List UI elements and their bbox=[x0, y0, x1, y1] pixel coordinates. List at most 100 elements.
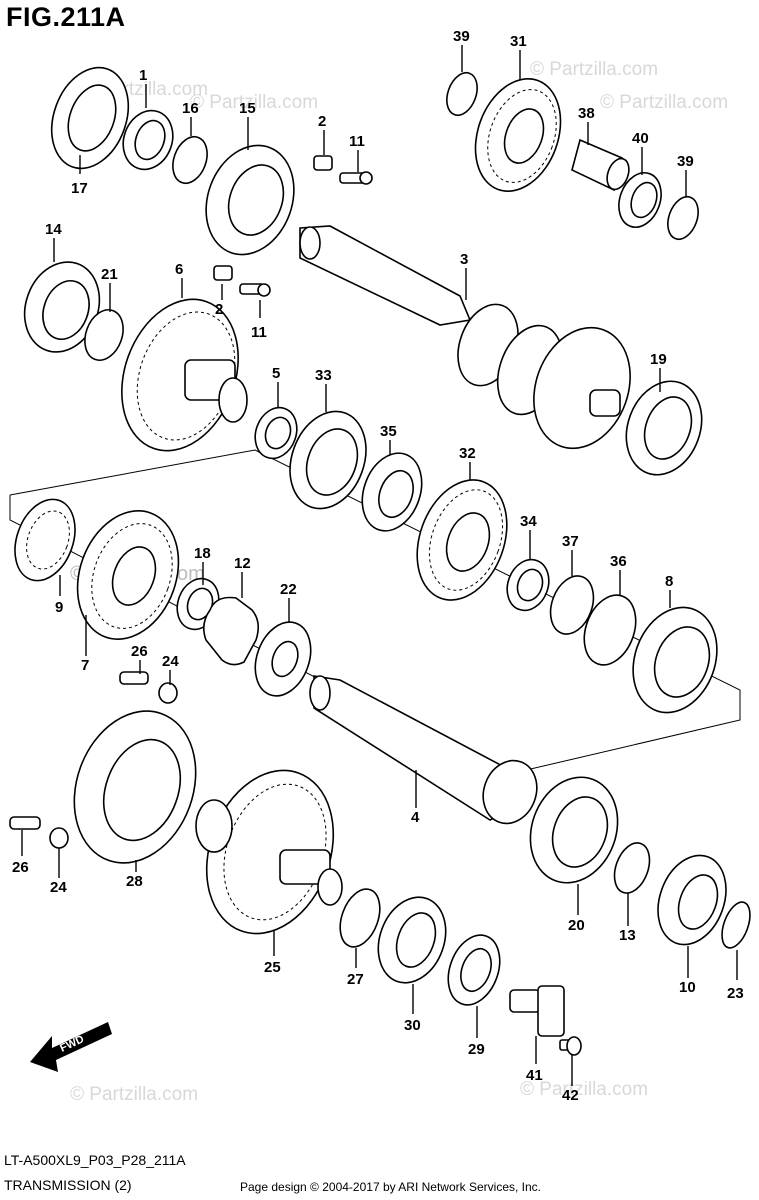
callout-35: 35 bbox=[380, 423, 397, 440]
speed-sensor-41 bbox=[509, 985, 565, 1037]
gear-10 bbox=[657, 854, 727, 946]
washer-39b bbox=[667, 195, 699, 241]
watermark: © Partzilla.com bbox=[530, 59, 658, 80]
bearing-19 bbox=[625, 380, 703, 476]
gear-6 bbox=[121, 298, 248, 452]
callout-26-low: 26 bbox=[12, 859, 29, 876]
watermark: © Partzilla.com bbox=[600, 92, 728, 113]
callout-33: 33 bbox=[315, 367, 332, 384]
callout-12: 12 bbox=[234, 555, 251, 572]
washer-2b bbox=[213, 265, 233, 281]
bolt-42 bbox=[559, 1036, 582, 1056]
washer-2 bbox=[313, 155, 333, 171]
callout-7: 7 bbox=[81, 657, 89, 674]
o-ring-13 bbox=[613, 842, 651, 894]
callout-16: 16 bbox=[182, 100, 199, 117]
screw-11 bbox=[339, 171, 373, 185]
washer-39 bbox=[446, 71, 478, 117]
bolt-26a bbox=[119, 671, 149, 685]
leader-lines bbox=[21, 45, 738, 1086]
gear-9 bbox=[14, 498, 76, 582]
callout-11-mid: 11 bbox=[251, 324, 267, 341]
callout-30: 30 bbox=[404, 1017, 421, 1034]
callout-4: 4 bbox=[411, 809, 420, 826]
callout-6: 6 bbox=[175, 261, 183, 278]
gear-32 bbox=[416, 479, 508, 601]
callout-17: 17 bbox=[71, 180, 88, 197]
washer-24b bbox=[49, 827, 69, 849]
bushing-38 bbox=[571, 138, 630, 192]
callout-21: 21 bbox=[101, 266, 118, 283]
callout-41: 41 bbox=[526, 1067, 543, 1084]
callout-27: 27 bbox=[347, 971, 364, 988]
gear-7 bbox=[76, 510, 180, 640]
callout-3: 3 bbox=[460, 251, 468, 268]
callout-31: 31 bbox=[510, 33, 527, 50]
callout-32: 32 bbox=[459, 445, 476, 462]
callout-39-right: 39 bbox=[677, 153, 694, 170]
callout-9: 9 bbox=[55, 599, 63, 616]
callout-24-mid: 24 bbox=[162, 653, 179, 670]
washer-36 bbox=[583, 594, 637, 666]
o-ring-27 bbox=[339, 888, 381, 948]
callout-39-top: 39 bbox=[453, 28, 470, 45]
callout-14: 14 bbox=[45, 221, 62, 238]
callout-15: 15 bbox=[239, 100, 256, 117]
diagram-code: LT-A500XL9_P03_P28_211A bbox=[4, 1152, 186, 1168]
callout-5: 5 bbox=[272, 365, 280, 382]
watermark: © Partzilla.com bbox=[520, 1079, 648, 1100]
circlip-23 bbox=[721, 901, 751, 949]
copyright-notice: Page design © 2004-2017 by ARI Network S… bbox=[240, 1180, 542, 1194]
oil-seal-29 bbox=[447, 934, 501, 1006]
bolt-26b bbox=[9, 816, 41, 830]
callout-29: 29 bbox=[468, 1041, 485, 1058]
fwd-arrow-icon: FWD bbox=[30, 1022, 112, 1072]
callout-28: 28 bbox=[126, 873, 143, 890]
callout-37: 37 bbox=[562, 533, 579, 550]
callout-numbers: 1 17 16 15 2 11 14 21 6 2 11 39 31 38 40… bbox=[12, 28, 744, 1104]
callout-24-low: 24 bbox=[50, 879, 67, 896]
bearing-30 bbox=[377, 896, 447, 984]
callout-2-mid: 2 bbox=[215, 301, 223, 318]
callout-2-top: 2 bbox=[318, 113, 326, 130]
callout-20: 20 bbox=[568, 917, 585, 934]
diagram-subtitle: TRANSMISSION (2) bbox=[4, 1177, 132, 1193]
bearing-28 bbox=[73, 710, 197, 864]
callout-23: 23 bbox=[727, 985, 744, 1002]
o-ring-16 bbox=[172, 135, 208, 185]
lock-washer-37 bbox=[549, 575, 595, 635]
countershaft-3 bbox=[299, 225, 631, 450]
bush-34 bbox=[506, 558, 550, 612]
figure-title: FIG.211A bbox=[6, 2, 126, 32]
callout-8: 8 bbox=[665, 573, 673, 590]
washer-22 bbox=[254, 621, 312, 697]
callout-25: 25 bbox=[264, 959, 281, 976]
gear-8 bbox=[632, 606, 718, 714]
callout-42: 42 bbox=[562, 1087, 579, 1104]
oil-seal-17 bbox=[50, 66, 130, 170]
watermark: © Partzilla.com bbox=[190, 92, 318, 113]
callout-18: 18 bbox=[194, 545, 211, 562]
screw-11b bbox=[239, 283, 271, 297]
callout-34: 34 bbox=[520, 513, 537, 530]
gasket-12 bbox=[202, 596, 260, 666]
callout-38: 38 bbox=[578, 105, 595, 122]
bearing-15 bbox=[205, 144, 295, 256]
callout-10: 10 bbox=[679, 979, 696, 996]
needle-bearing-40 bbox=[618, 172, 662, 228]
bush-5 bbox=[254, 406, 298, 460]
bearing-20 bbox=[529, 776, 619, 884]
callout-11-top: 11 bbox=[349, 133, 365, 150]
gear-33 bbox=[289, 410, 367, 510]
callout-26-mid: 26 bbox=[131, 643, 148, 660]
callout-19: 19 bbox=[650, 351, 667, 368]
washer-21 bbox=[84, 309, 124, 361]
gear-25 bbox=[195, 769, 343, 935]
assembly-outline bbox=[9, 449, 741, 776]
callout-40: 40 bbox=[632, 130, 649, 147]
callout-22: 22 bbox=[280, 581, 297, 598]
callout-1: 1 bbox=[139, 67, 147, 84]
gear-31 bbox=[474, 78, 562, 192]
gear-35 bbox=[361, 452, 423, 532]
